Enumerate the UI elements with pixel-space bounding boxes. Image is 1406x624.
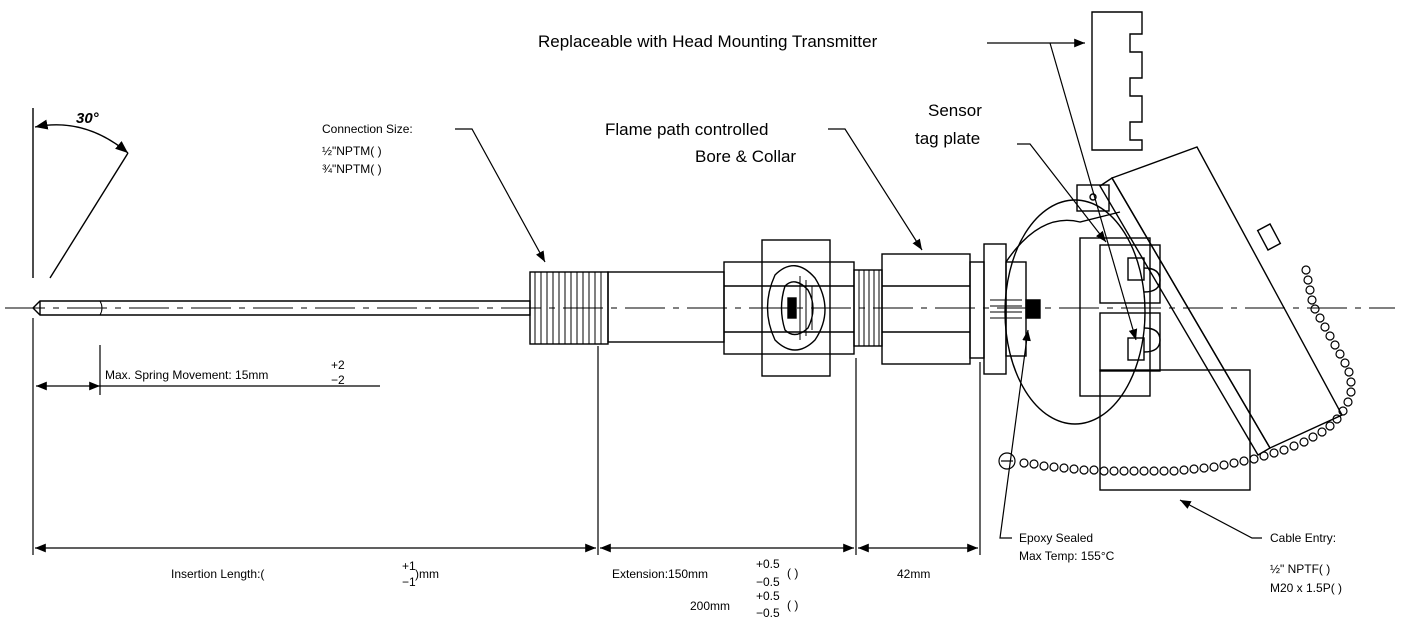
spring-tol-minus: −2 <box>331 373 345 387</box>
extension-tol-plus: +0.5 <box>756 557 780 571</box>
head-transmitter <box>1091 11 1143 151</box>
extension-tol-minus: −0.5 <box>756 575 780 589</box>
insertion-length-label: Insertion Length:( <box>171 567 265 581</box>
extension-lines <box>32 318 981 555</box>
connection-half-inch: ½"NPTM( ) <box>322 144 382 158</box>
bead-chain <box>998 265 1356 476</box>
swing-angle-label: 30° <box>76 110 99 127</box>
transmitter-label: Replaceable with Head Mounting Transmitt… <box>538 32 878 51</box>
cable-entry-m20: M20 x 1.5P( ) <box>1270 581 1343 595</box>
connection-title: Connection Size: <box>322 122 413 136</box>
extension-200-label: 200mm <box>690 599 731 613</box>
extension-200-paren: ( ) <box>787 598 799 612</box>
epoxy-label-2: Max Temp: 155°C <box>1019 549 1115 563</box>
flame-path-label-1: Flame path controlled <box>605 120 769 139</box>
spring-dimension <box>36 345 380 395</box>
extension-200-tol-plus: +0.5 <box>756 589 780 603</box>
sensor-label-1: Sensor <box>928 101 982 120</box>
connection-three-quarter-inch: ¾"NPTM( ) <box>322 162 382 176</box>
insertion-tol-minus: −1 <box>402 575 416 589</box>
epoxy-label-1: Epoxy Sealed <box>1019 531 1094 545</box>
swing-angle <box>32 108 129 279</box>
cable-entry-title: Cable Entry: <box>1270 531 1337 545</box>
sensor-label-2: tag plate <box>915 129 981 148</box>
insertion-tol-plus: +1 <box>402 559 416 573</box>
dimension-42mm: 42mm <box>897 567 931 581</box>
flame-path-label-2: Bore & Collar <box>695 147 797 166</box>
union-fitting <box>723 239 855 377</box>
hex-nut <box>881 253 985 365</box>
extension-tube <box>607 271 725 343</box>
leader-lines <box>455 38 1262 539</box>
tag-plate <box>1076 184 1110 212</box>
extension-200-tol-minus: −0.5 <box>756 606 780 620</box>
spring-movement-label: Max. Spring Movement: 15mm <box>105 368 269 382</box>
connection-head <box>983 199 1161 425</box>
spring-tol-plus: +2 <box>331 358 345 372</box>
extension-150-label: Extension:150mm <box>612 567 709 581</box>
insertion-length-unit: )mm <box>415 567 439 581</box>
cable-entry-npt: ½" NPTF( ) <box>1270 562 1331 576</box>
head-cover <box>1099 146 1343 456</box>
cable-box <box>1099 369 1251 491</box>
extension-150-paren: ( ) <box>787 566 799 580</box>
